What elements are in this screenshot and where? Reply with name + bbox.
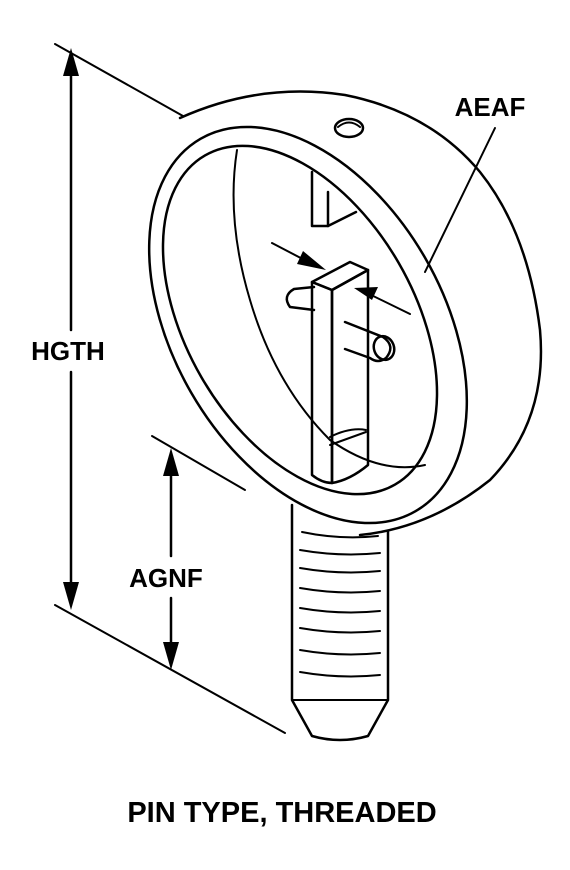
agnf-label: AGNF	[129, 563, 203, 593]
upper-slot	[310, 170, 358, 228]
threaded-shank	[290, 503, 390, 742]
set-screw-hole	[333, 117, 365, 139]
aeaf-label: AEAF	[455, 92, 526, 122]
agnf-dimension-line	[163, 448, 179, 670]
cross-pin	[285, 285, 396, 363]
hgth-top-arrow	[63, 48, 79, 76]
extension-lines	[54, 43, 286, 734]
hgth-label: HGTH	[31, 336, 105, 366]
agnf-top-arrow	[163, 448, 179, 476]
aeaf-leader-line	[424, 127, 496, 273]
ring-housing	[147, 90, 543, 537]
central-blade	[310, 260, 370, 485]
hgth-bottom-arrow	[63, 582, 79, 610]
blade-thickness-arrows	[271, 242, 411, 315]
thread-lines	[299, 531, 381, 678]
agnf-bottom-arrow	[163, 642, 179, 670]
figure-caption: PIN TYPE, THREADED	[127, 797, 436, 829]
hgth-dimension-line	[63, 48, 79, 610]
